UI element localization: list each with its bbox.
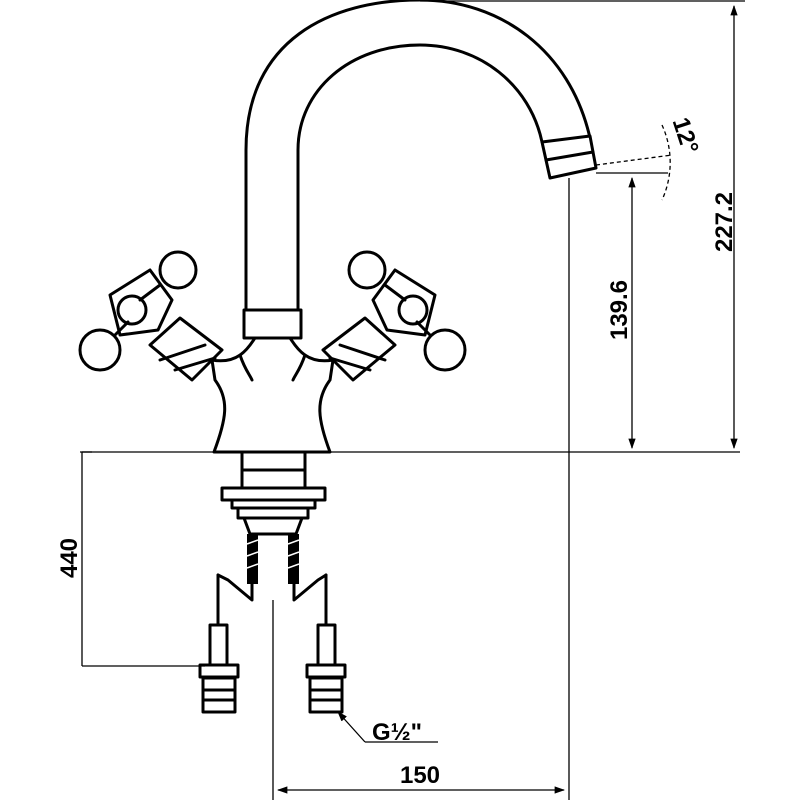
spout-height-label: 139.6 — [606, 280, 633, 340]
spout — [244, 0, 598, 312]
thread-leader — [337, 711, 366, 743]
angle-arc — [661, 124, 671, 201]
total-height-label: 227.2 — [711, 192, 738, 252]
left-hose — [198, 573, 254, 714]
thread-label: G½" — [372, 719, 422, 746]
right-hose — [292, 573, 347, 714]
right-cross-handle — [321, 250, 467, 382]
mounting-assembly — [220, 450, 327, 584]
hose-length-label: 440 — [56, 538, 83, 578]
mixer-body — [210, 336, 335, 454]
left-cross-handle — [78, 250, 224, 382]
spout-angle-label: 12° — [667, 114, 704, 157]
spout-reach-label: 150 — [400, 762, 440, 789]
spout-collar — [242, 308, 303, 340]
